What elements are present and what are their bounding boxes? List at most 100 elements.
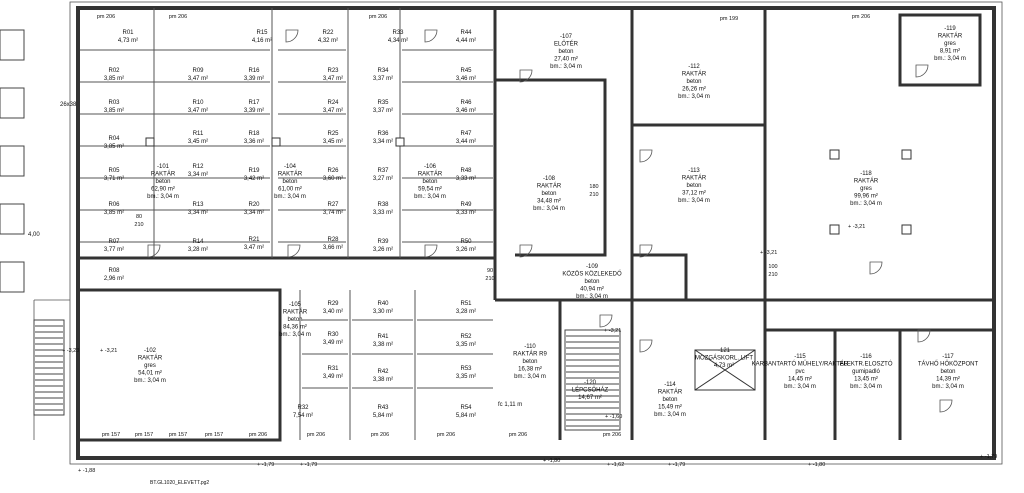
room-area-r06: 3,85 m² bbox=[104, 210, 124, 216]
door-label: pm 157 bbox=[102, 432, 120, 438]
space-115-bm: bm.: 3,04 m bbox=[784, 384, 816, 390]
room-area-r20: 3,34 m² bbox=[244, 210, 264, 216]
door-dimension: 210 bbox=[485, 276, 494, 282]
room-id-r20: R20 bbox=[248, 202, 260, 208]
door-label: pm 157 bbox=[169, 432, 187, 438]
space-118-code: -118 bbox=[860, 171, 872, 177]
room-id-r35: R35 bbox=[377, 100, 389, 106]
space-107-mat: beton bbox=[558, 49, 573, 55]
door-swing bbox=[639, 339, 653, 353]
room-id-r10: R10 bbox=[192, 100, 204, 106]
space-116-mat: gumipadló bbox=[852, 369, 880, 375]
space-102-area: 54,01 m² bbox=[138, 371, 162, 377]
space-114-area: 15,49 m² bbox=[658, 405, 682, 411]
room-area-r24: 3,47 m² bbox=[323, 108, 343, 114]
columns bbox=[145, 137, 912, 235]
space-121-code: -121 bbox=[718, 348, 731, 354]
room-id-r41: R41 bbox=[377, 334, 389, 340]
room-id-r33: R33 bbox=[392, 30, 404, 36]
room-area-r16: 3,39 m² bbox=[244, 76, 264, 82]
room-area-r36: 3,34 m² bbox=[373, 139, 393, 145]
door-label: pm 206 bbox=[97, 14, 115, 20]
room-id-r44: R44 bbox=[460, 30, 472, 36]
door-label: pm 206 bbox=[852, 14, 870, 20]
space-112-area: 26,26 m² bbox=[682, 87, 706, 93]
room-area-r12: 3,34 m² bbox=[188, 172, 208, 178]
space-117-bm: bm.: 3,04 m bbox=[932, 384, 964, 390]
room-id-r27: R27 bbox=[327, 202, 339, 208]
door-swing bbox=[424, 244, 438, 258]
space-110-name: RAKTÁR R9 bbox=[513, 351, 547, 358]
room-area-r07: 3,77 m² bbox=[104, 247, 124, 253]
door-dimension: 90 bbox=[487, 268, 493, 274]
space-114-bm: bm.: 3,04 m bbox=[654, 412, 686, 418]
space-116-bm: bm.: 3,04 m bbox=[850, 384, 882, 390]
fc-note: fc 1,11 m bbox=[498, 402, 522, 408]
space-118-name: RAKTÁR bbox=[854, 178, 879, 185]
space-106-code: -106 bbox=[424, 164, 437, 170]
space-110-bm: bm.: 3,04 m bbox=[514, 374, 546, 380]
room-area-r39: 3,26 m² bbox=[373, 247, 393, 253]
room-id-r51: R51 bbox=[460, 301, 472, 307]
room-id-r29: R29 bbox=[327, 301, 339, 307]
room-id-r43: R43 bbox=[377, 405, 389, 411]
room-area-r40: 3,30 m² bbox=[373, 309, 393, 315]
door-swing bbox=[287, 244, 301, 258]
level-marker: + -1,79 bbox=[980, 454, 997, 460]
room-area-r08: 2,96 m² bbox=[104, 276, 124, 282]
room-id-r31: R31 bbox=[327, 366, 339, 372]
lift bbox=[694, 349, 756, 391]
door-label: pm 206 bbox=[437, 432, 455, 438]
space-108-bm: bm.: 3,04 m bbox=[533, 206, 565, 212]
inner-walls bbox=[76, 8, 994, 442]
room-id-r13: R13 bbox=[192, 202, 204, 208]
room-id-r22: R22 bbox=[322, 30, 334, 36]
room-id-r50: R50 bbox=[460, 239, 472, 245]
space-119-bm: bm.: 3,04 m bbox=[934, 56, 966, 62]
door-label: pm 157 bbox=[205, 432, 223, 438]
space-108-name: RAKTÁR bbox=[537, 183, 562, 190]
space-109-name: KÖZÖS KÖZLEKEDŐ bbox=[562, 271, 622, 278]
room-area-r19: 3,42 m² bbox=[244, 176, 264, 182]
door-swing bbox=[147, 244, 161, 258]
space-110-code: -110 bbox=[524, 344, 536, 350]
space-107-code: -107 bbox=[560, 34, 573, 40]
room-id-r21: R21 bbox=[248, 237, 260, 243]
space-108-code: -108 bbox=[543, 176, 556, 182]
room-area-r15: 4,16 m² bbox=[252, 38, 272, 44]
room-area-r30: 3,49 m² bbox=[323, 340, 343, 346]
space-104-name: RAKTÁR bbox=[278, 171, 303, 178]
door-dimension: 210 bbox=[134, 222, 143, 228]
room-area-r29: 3,40 m² bbox=[323, 309, 343, 315]
level-marker: + -3,23 bbox=[62, 348, 79, 354]
space-112-name: RAKTÁR bbox=[682, 71, 707, 78]
space-106-name: RAKTÁR bbox=[418, 171, 443, 178]
room-area-r02: 3,85 m² bbox=[104, 76, 124, 82]
door-dimension: 210 bbox=[768, 272, 777, 278]
room-id-r23: R23 bbox=[327, 68, 339, 74]
room-id-r17: R17 bbox=[248, 100, 260, 106]
room-id-r07: R07 bbox=[108, 239, 120, 245]
space-104-code: -104 bbox=[284, 164, 297, 170]
room-area-r43: 5,84 m² bbox=[373, 413, 393, 419]
level-marker: + -3,21 bbox=[848, 224, 865, 230]
room-area-r04: 3,85 m² bbox=[104, 144, 124, 150]
space-107-area: 27,40 m² bbox=[554, 57, 578, 63]
room-id-r38: R38 bbox=[377, 202, 389, 208]
room-area-r05: 3,71 m² bbox=[104, 176, 124, 182]
room-area-r49: 3,33 m² bbox=[456, 210, 476, 216]
room-area-r13: 3,34 m² bbox=[188, 210, 208, 216]
room-area-r25: 3,45 m² bbox=[323, 139, 343, 145]
dimension-note: 4,00 bbox=[28, 232, 40, 238]
space-104-bm: bm.: 3,04 m bbox=[274, 194, 306, 200]
level-marker: + -3,21 bbox=[100, 348, 117, 354]
room-area-r33: 4,34 m² bbox=[388, 38, 408, 44]
door-label: pm 206 bbox=[169, 14, 187, 20]
room-area-r11: 3,45 m² bbox=[188, 139, 208, 145]
space-120-area: 14,67 m² bbox=[578, 395, 602, 401]
door-swing bbox=[424, 29, 438, 43]
space-121-name: MOZGÁSKORL. LIFT bbox=[695, 355, 753, 362]
level-marker: + -1,80 bbox=[808, 462, 825, 468]
